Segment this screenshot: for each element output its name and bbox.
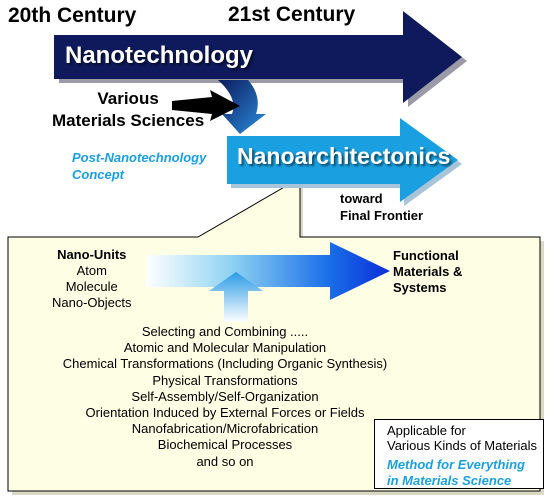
applicable-line-2: Various Kinds of Materials <box>387 438 538 453</box>
method-item: Physical Transformations <box>152 372 298 388</box>
method-item: Self-Assembly/Self-Organization <box>131 388 319 404</box>
method-line-2: in Materials Science <box>387 473 512 488</box>
method-for-everything: Method for Everything in Materials Scien… <box>387 457 543 489</box>
methods-up-arrow <box>209 272 263 322</box>
nanoarchitectonics-label: Nanoarchitectonics <box>237 143 451 169</box>
applicable-line-1: Applicable for <box>387 423 466 438</box>
flow-arrow <box>146 242 390 300</box>
method-item: Orientation Induced by External Forces o… <box>85 405 365 421</box>
post-nanotech-line-2: Concept <box>72 167 124 182</box>
method-item: Atomic and Molecular Manipulation <box>123 340 327 356</box>
post-nanotech-label: Post-Nanotechnology Concept <box>72 149 206 183</box>
century-21-label: 21st Century <box>228 3 356 26</box>
method-item: Biochemical Processes <box>157 437 293 453</box>
nanoarchitectonics-arrow <box>227 118 458 202</box>
callout-panel <box>7 177 541 492</box>
century-20-label: 20th Century <box>8 4 137 27</box>
toward-line-1: toward <box>340 191 383 206</box>
nano-unit-item: Nano-Objects <box>52 295 132 310</box>
toward-line-2: Final Frontier <box>340 208 424 223</box>
functional-line-1: Functional <box>393 248 459 263</box>
nano-unit-item: Molecule <box>65 279 118 294</box>
various-sciences-label: Various Materials Sciences <box>52 88 204 132</box>
method-item: Selecting and Combining ..... <box>141 324 309 339</box>
merge-curve-arrow <box>218 80 266 134</box>
post-nanotech-line-1: Post-Nanotechnology <box>72 150 207 165</box>
nano-unit-item: Atom <box>76 263 107 278</box>
method-item: and so on <box>196 453 254 469</box>
nanotechnology-arrow <box>54 11 462 103</box>
functional-line-3: Systems <box>393 280 447 295</box>
applicable-box: Applicable for Various Kinds of Material… <box>374 419 544 489</box>
methods-list: Selecting and Combining ..... Atomic and… <box>40 324 410 470</box>
functional-systems-label: Functional Materials & Systems <box>393 248 462 296</box>
functional-line-2: Materials & <box>393 264 463 279</box>
various-line-2: Materials Sciences <box>52 111 205 130</box>
method-line-1: Method for Everything <box>387 457 525 472</box>
nano-units-title: Nano-Units <box>57 247 127 262</box>
method-item: Nanofabrication/Microfabrication <box>131 421 319 437</box>
nano-units-list: Nano-Units Atom Molecule Nano-Objects <box>52 247 131 311</box>
various-line-1: Various <box>97 89 159 108</box>
final-frontier-label: toward Final Frontier <box>340 190 423 224</box>
method-item: Chemical Transformations (Including Orga… <box>62 356 388 372</box>
various-sciences-arrow <box>172 90 240 121</box>
nanotechnology-label: Nanotechnology <box>65 42 254 69</box>
